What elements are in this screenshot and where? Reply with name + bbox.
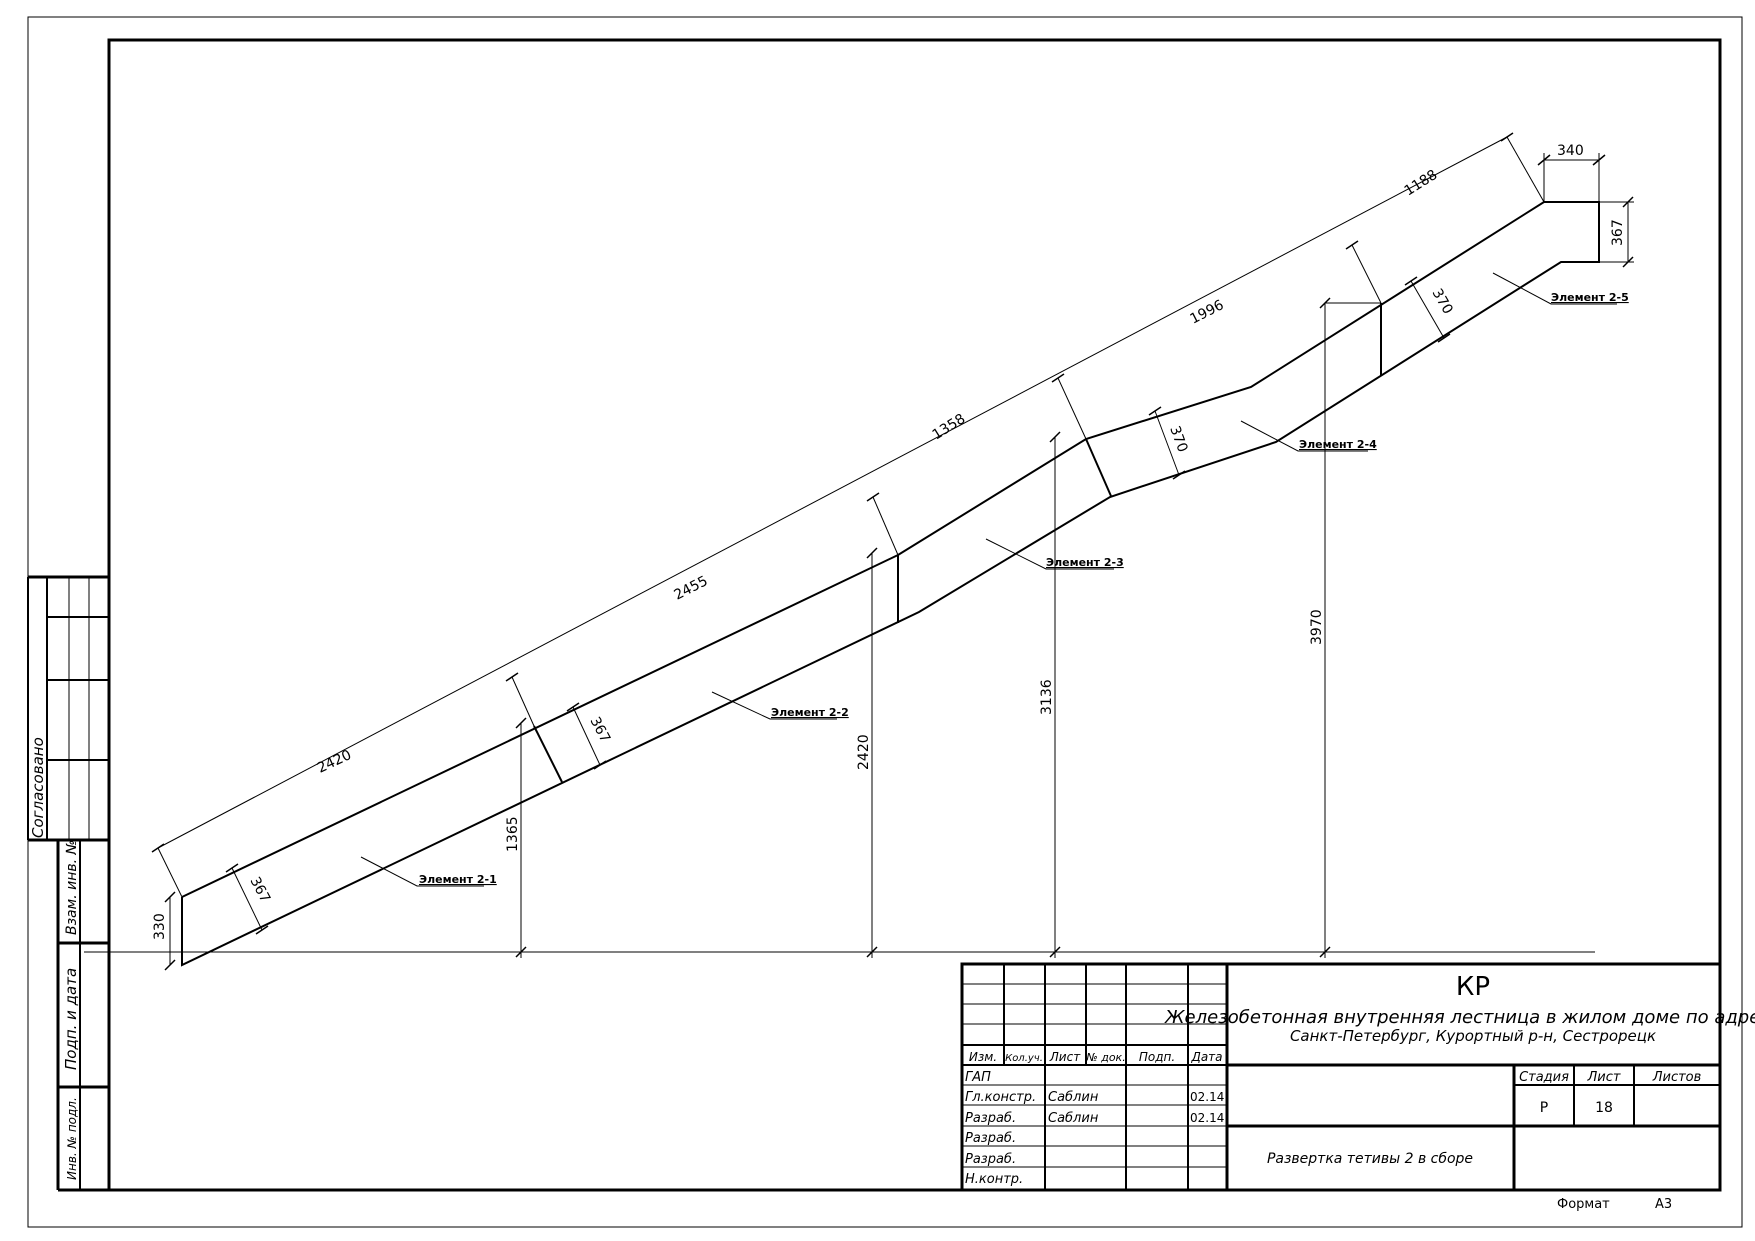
dim-width-2: 367: [586, 714, 613, 745]
side-replace-inv-label: Взам. инв. №: [64, 840, 80, 935]
side-stamp: Согласовано Взам. инв. № Подп. и дата Ин…: [27, 575, 109, 1192]
dim-end-height: 367: [1610, 219, 1626, 246]
element-leaders: [360, 272, 1617, 887]
project-title-line1: Железобетонная внутренняя лестница в жил…: [1164, 1007, 1755, 1028]
side-approved-label: Согласовано: [29, 737, 47, 838]
dim-start-height: 330: [152, 913, 168, 940]
dim-seg1-length: 2420: [315, 747, 354, 777]
dim-top-length: 340: [1557, 143, 1584, 159]
sheets-label: Листов: [1652, 1070, 1702, 1085]
role-row-5: Разраб.: [965, 1152, 1016, 1167]
dim-height-2: 2420: [856, 734, 872, 770]
dim-seg5-length: 1188: [1402, 167, 1441, 199]
dim-seg2-length: 2455: [672, 573, 711, 603]
role-row-6: Н.контр.: [965, 1172, 1023, 1187]
dim-height-4: 3970: [1309, 609, 1325, 645]
stringer-outline: [84, 201, 1600, 967]
sheet-title: Развертка тетивы 2 в сборе: [1267, 1151, 1473, 1167]
role-row-3: Разраб.: [965, 1111, 1016, 1126]
stage-value: Р: [1540, 1100, 1548, 1116]
role-row-2: Гл.констр.: [965, 1090, 1036, 1105]
dim-width-1: 367: [246, 874, 273, 905]
side-inv-orig-label: Инв. № подл.: [65, 1097, 79, 1180]
sheet-number: 18: [1595, 1100, 1613, 1116]
name-row-2: Саблин: [1048, 1090, 1099, 1105]
name-row-3: Саблин: [1048, 1111, 1099, 1126]
joint-1-2: [533, 725, 563, 783]
element-2-5-label: Элемент 2-5: [1551, 291, 1629, 304]
element-2-4-label: Элемент 2-4: [1299, 438, 1377, 451]
stringer-contour: [181, 201, 1600, 967]
col-data-header: Дата: [1190, 1050, 1222, 1064]
dim-width-5: 370: [1429, 286, 1456, 317]
dimension-lines: [151, 132, 1634, 971]
date-row-3: 02.14: [1190, 1111, 1224, 1125]
col-list-header: Лист: [1049, 1050, 1081, 1064]
format-label: Формат: [1557, 1197, 1610, 1212]
dim-seg4-length: 1996: [1188, 297, 1227, 327]
dim-height-1: 1365: [505, 816, 521, 852]
element-2-3-label: Элемент 2-3: [1046, 556, 1124, 569]
main-frame: [107, 38, 1722, 1192]
element-2-2-label: Элемент 2-2: [771, 706, 849, 719]
role-row-4: Разраб.: [965, 1131, 1016, 1146]
stage-label: Стадия: [1519, 1070, 1569, 1085]
role-row-1: ГАП: [965, 1070, 991, 1085]
format-value: А3: [1655, 1197, 1672, 1212]
sheet-label: Лист: [1587, 1070, 1621, 1085]
col-ndok-header: № док.: [1085, 1051, 1125, 1064]
doc-code: КР: [1456, 972, 1490, 1002]
joint-3-4: [1085, 438, 1112, 497]
project-title-line2: Санкт-Петербург, Курортный р-н, Сестроре…: [1290, 1027, 1656, 1045]
date-row-2: 02.14: [1190, 1090, 1224, 1104]
outer-frame: [27, 16, 1743, 1228]
side-sign-date-label: Подп. и дата: [62, 968, 80, 1070]
element-2-1-label: Элемент 2-1: [419, 873, 497, 886]
dim-height-3: 3136: [1039, 679, 1055, 715]
dim-seg3-length: 1358: [930, 411, 969, 443]
col-podp-header: Подп.: [1139, 1050, 1175, 1064]
col-kol-header: Кол.уч.: [1005, 1053, 1043, 1064]
col-izm-header: Изм.: [969, 1050, 997, 1064]
title-block: [960, 962, 1722, 1192]
